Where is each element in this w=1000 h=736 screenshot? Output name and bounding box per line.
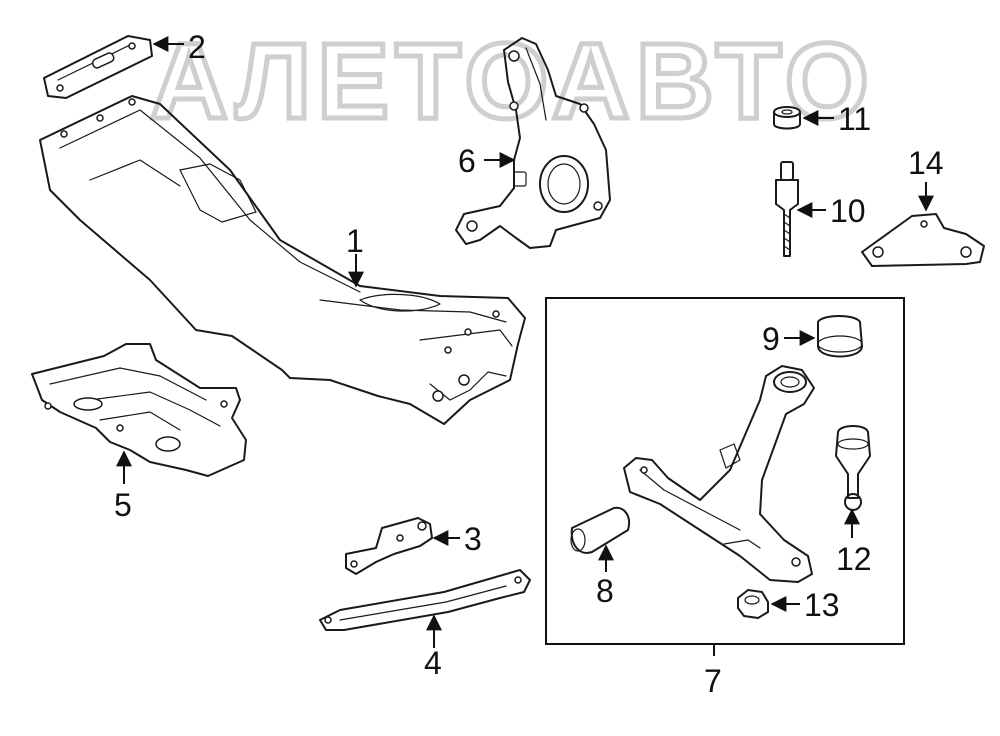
callout-10: 10	[830, 193, 866, 229]
callout-3: 3	[464, 521, 482, 557]
group-box-lower-arm-assembly	[545, 297, 905, 645]
callout-7: 7	[704, 663, 722, 699]
part-tension-rod	[319, 569, 531, 631]
callout-14: 14	[908, 145, 944, 181]
part-bolt	[775, 161, 799, 257]
part-ball-joint	[835, 425, 871, 511]
callout-11: 11	[838, 101, 871, 137]
part-crossmember	[39, 95, 526, 425]
part-mount-plate	[43, 35, 153, 99]
watermark-logo: АЛЕТОАВТО	[150, 20, 875, 141]
part-washer	[773, 106, 801, 130]
part-bushing	[817, 315, 863, 358]
callout-6: 6	[458, 143, 476, 179]
callout-1: 1	[346, 223, 364, 259]
callout-4: 4	[424, 645, 442, 681]
part-lower-control-arm	[623, 365, 815, 583]
leader-arrows	[116, 36, 934, 656]
part-nut	[737, 589, 769, 619]
callout-8: 8	[596, 573, 614, 609]
callout-2: 2	[188, 29, 206, 65]
part-bracket-plate	[861, 213, 985, 267]
part-splash-shield	[31, 343, 247, 477]
callout-12: 12	[836, 541, 872, 577]
callout-13: 13	[804, 587, 840, 623]
part-small-bracket	[345, 517, 433, 575]
callout-9: 9	[762, 321, 780, 357]
part-rear-bushing	[570, 506, 630, 554]
callout-5: 5	[114, 487, 132, 523]
